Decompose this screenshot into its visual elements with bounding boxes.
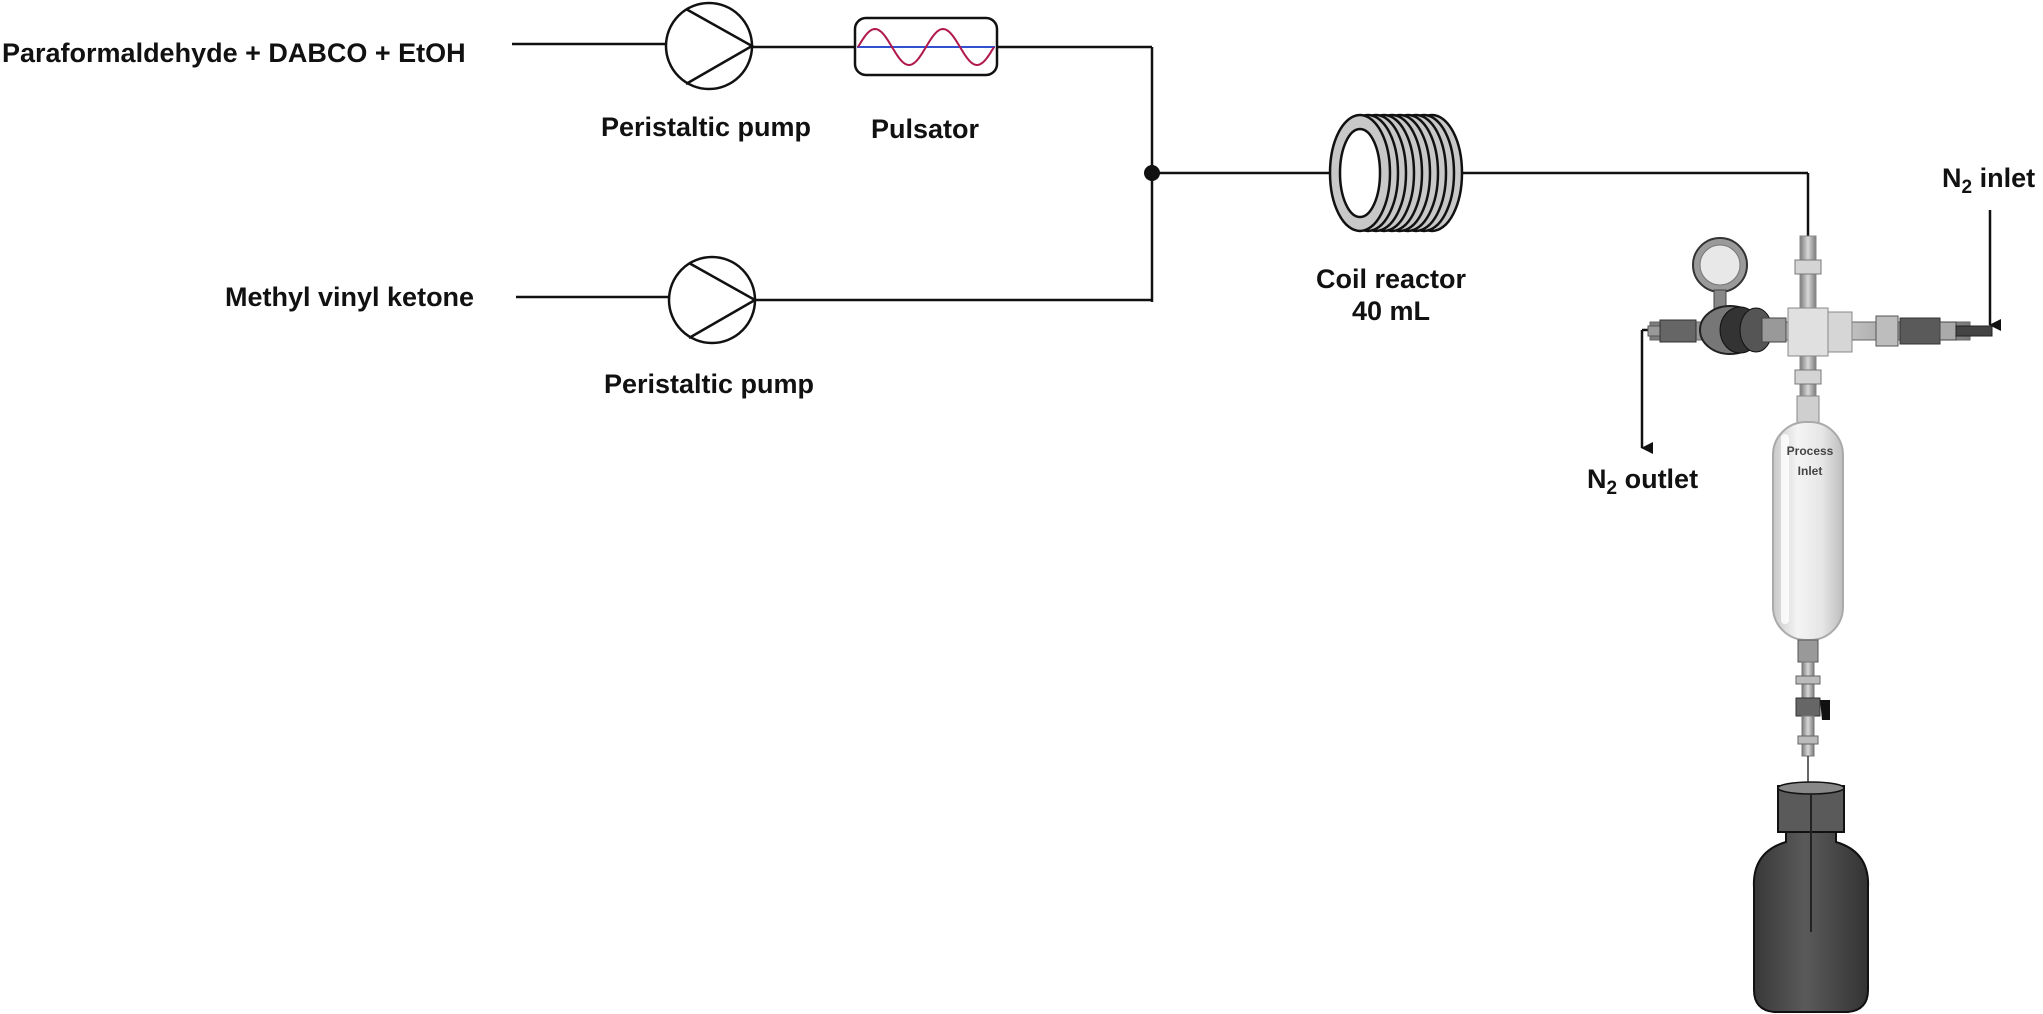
flow-lines — [512, 42, 2001, 454]
n2-inlet-subscript: 2 — [1961, 177, 1973, 198]
n2-outlet-subscript: 2 — [1606, 478, 1618, 499]
coil-reactor-label: Coil reactor 40 mL — [1316, 263, 1466, 327]
mixing-junction-dot — [1144, 165, 1160, 181]
coil-reactor-name: Coil reactor — [1315, 264, 1467, 294]
coil-opening — [1338, 127, 1382, 219]
n2-outlet-label: N2 outlet — [1587, 463, 1699, 498]
n2-inlet-label: N2 inlet — [1942, 162, 2036, 197]
drain-valve-icon — [1795, 697, 1821, 717]
pulsator-icon — [853, 16, 999, 77]
feed-2-label: Methyl vinyl ketone — [225, 282, 475, 312]
separator-vessel-icon — [1772, 421, 1844, 794]
back-pressure-regulator-icon — [1647, 235, 1993, 427]
peristaltic-pump-1-icon — [664, 1, 755, 91]
pulsator-label: Pulsator — [870, 114, 980, 144]
n2-outlet-formula: N — [1587, 464, 1607, 494]
separator-label-line-2: Inlet — [1797, 464, 1823, 478]
separator-label-line-1: Process — [1786, 444, 1834, 458]
n2-outlet-suffix: outlet — [1617, 464, 1699, 494]
pump-1-label: Peristaltic pump — [600, 112, 812, 142]
n2-inlet-formula: N — [1942, 163, 1962, 193]
feed-1-label: Paraformaldehyde + DABCO + EtOH — [2, 38, 466, 68]
peristaltic-pump-2-icon — [667, 255, 758, 345]
coil-reactor-volume: 40 mL — [1351, 296, 1431, 326]
collection-bottle-icon — [1752, 781, 1870, 1013]
pump-2-label: Peristaltic pump — [603, 369, 815, 399]
n2-inlet-suffix: inlet — [1972, 163, 2036, 193]
coil-reactor-icon — [1328, 113, 1464, 233]
